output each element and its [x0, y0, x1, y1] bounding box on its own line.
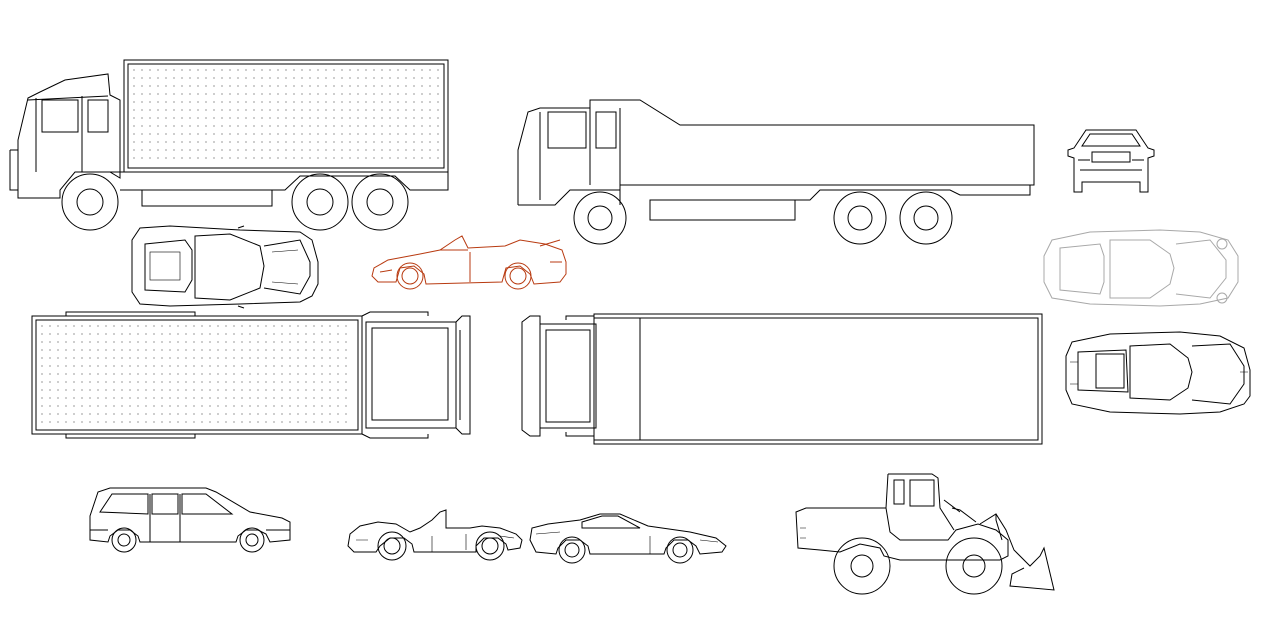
grey-coupe-top-view[interactable] [1043, 229, 1239, 307]
wheel-loader-side-view[interactable] [795, 473, 1055, 595]
box-truck-side-dot-pattern [133, 69, 439, 159]
box-truck-top-dot-pattern [41, 325, 347, 423]
sedan-front-view[interactable] [1067, 129, 1155, 193]
station-wagon-side-view[interactable] [89, 487, 291, 553]
roadster-side-view[interactable] [347, 509, 523, 561]
sports-coupe-side-view[interactable] [529, 513, 727, 564]
trailer-truck-top-view[interactable] [521, 313, 1043, 445]
sports-car-top-view[interactable] [131, 225, 319, 309]
dump-truck-side-view[interactable] [517, 99, 1035, 245]
convertible-side-view[interactable] [371, 235, 567, 290]
coupe-top-view[interactable] [1065, 331, 1251, 415]
box-truck-side-view[interactable] [9, 59, 449, 231]
box-truck-top-view[interactable] [31, 311, 471, 439]
